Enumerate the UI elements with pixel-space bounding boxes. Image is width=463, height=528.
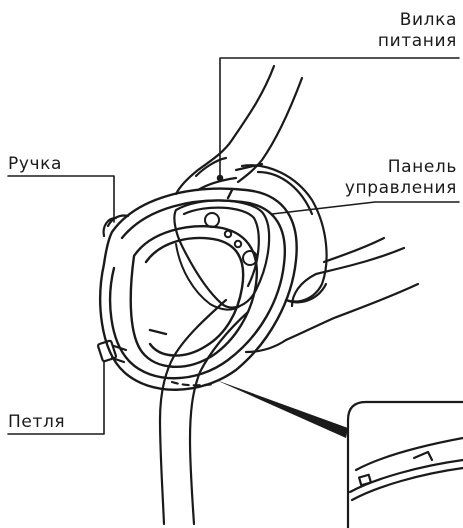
leader-lines: [8, 58, 459, 434]
control-panel-label: Панель управления: [345, 157, 457, 199]
hinge-label: Петля: [8, 412, 65, 433]
zoom-cone: [216, 380, 348, 438]
lower-hand: [246, 238, 418, 352]
panel-leader: [272, 202, 459, 214]
handle-leader: [8, 176, 114, 222]
handle-label: Ручка: [8, 154, 62, 175]
plug-label-line2: питания: [378, 31, 457, 52]
button-3: [235, 241, 241, 247]
zoom-detail: [348, 402, 463, 528]
plug-label: Вилка питания: [378, 10, 457, 52]
button-1: [205, 213, 219, 227]
plug-label-line1: Вилка: [378, 10, 457, 31]
control-panel-label-line2: управления: [345, 178, 457, 199]
control-panel-label-line1: Панель: [345, 157, 457, 178]
button-2: [225, 231, 231, 237]
